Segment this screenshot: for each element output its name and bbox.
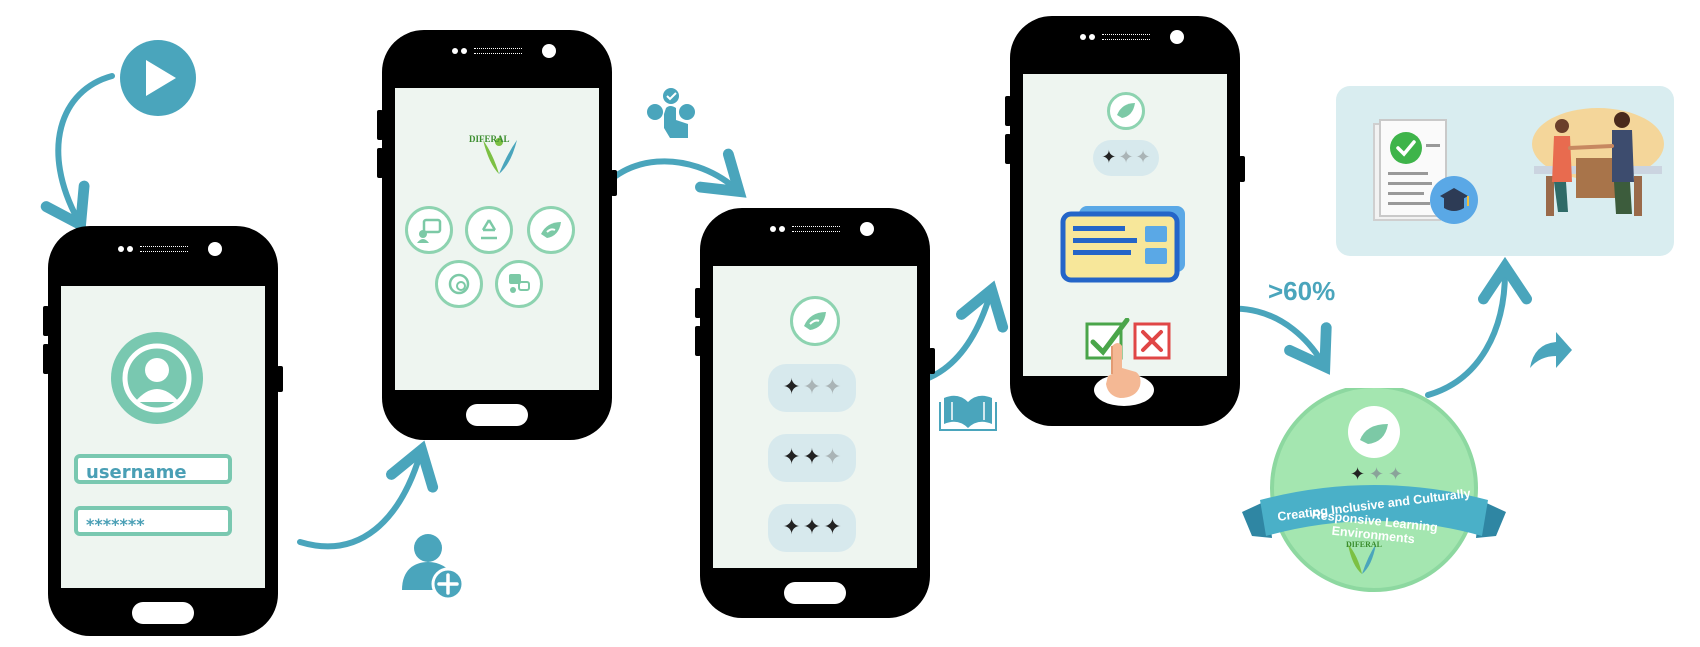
tap-hand-icon: [647, 88, 695, 138]
hand-leaf-icon: [1117, 103, 1135, 118]
phone-home: DIFERAL: [377, 30, 617, 440]
badge-logo-text: DIFERAL: [1345, 540, 1382, 549]
completion-badge: ✦ ✦ ✦ Creating Inclusive and Culturally …: [1238, 384, 1508, 598]
current-level-badge: ✦✦✦: [1093, 140, 1159, 176]
person-board-icon: [417, 218, 442, 243]
home-button: [784, 582, 846, 604]
handshake-icon: [1532, 108, 1664, 216]
share-arrow-icon: [1530, 332, 1572, 368]
pointing-hand-icon: [1090, 338, 1154, 408]
star-icon: ✦: [802, 515, 822, 540]
module-4-button[interactable]: [435, 260, 483, 308]
certificate-panel: [1336, 86, 1674, 256]
logo-text: DIFERAL: [469, 134, 510, 144]
star-icon: ✦: [1101, 147, 1117, 168]
play-icon: [120, 40, 196, 116]
module-2-button[interactable]: [465, 206, 513, 254]
svg-text:✦: ✦: [1369, 464, 1384, 485]
arrow-login-to-home: [297, 440, 439, 550]
svg-text:✦: ✦: [1388, 464, 1403, 485]
arrow-start: [40, 73, 115, 234]
quiz-card-icon: [1059, 206, 1187, 283]
diferal-logo: DIFERAL: [469, 128, 523, 178]
quiz-screen: ✦✦✦: [1023, 74, 1227, 376]
hand-leaf-icon: [804, 312, 826, 330]
checkbox-icon: [1085, 317, 1130, 360]
home-button: [466, 404, 528, 426]
arrow-badge-to-certificate: [1425, 256, 1532, 398]
svg-text:✦: ✦: [1350, 464, 1365, 485]
add-user-icon: [402, 534, 465, 601]
star-icon: ✦: [823, 445, 842, 470]
module-icon: [1107, 92, 1145, 130]
module-1-button[interactable]: [405, 206, 453, 254]
username-field[interactable]: username: [74, 454, 232, 484]
levels-screen: ✦✦✦ ✦✦✦ ✦✦✦: [713, 266, 917, 568]
people-chat-icon: [509, 274, 530, 293]
user-avatar-icon: [111, 332, 203, 424]
star-icon: ✦: [782, 375, 801, 400]
phone-quiz: ✦✦✦: [1005, 16, 1245, 426]
badge-ribbon: [1260, 485, 1488, 536]
search-cycle-icon: [448, 273, 470, 295]
cross-box-icon: [1133, 322, 1171, 360]
star-icon: ✦: [1118, 147, 1134, 168]
hand-leaf-icon: [541, 222, 561, 238]
home-screen: DIFERAL: [395, 88, 599, 390]
star-icon: ✦: [782, 445, 801, 470]
level-1-button[interactable]: ✦✦✦: [768, 364, 856, 412]
level-2-button[interactable]: ✦✦✦: [768, 434, 856, 482]
password-field[interactable]: *******: [74, 506, 232, 536]
star-icon: ✦: [802, 445, 822, 470]
phone-levels: ✦✦✦ ✦✦✦ ✦✦✦: [695, 208, 935, 618]
star-icon: ✦: [823, 375, 842, 400]
certificate-icon: [1373, 119, 1478, 224]
star-icon: ✦: [1135, 147, 1151, 168]
home-button: [132, 602, 194, 624]
star-icon: ✦: [802, 375, 822, 400]
star-icon: ✦: [823, 515, 842, 540]
module-3-button[interactable]: [527, 206, 575, 254]
module-icon: [790, 296, 840, 346]
star-icon: ✦: [782, 515, 801, 540]
login-screen: username *******: [61, 286, 265, 588]
module-5-button[interactable]: [495, 260, 543, 308]
level-3-button[interactable]: ✦✦✦: [768, 504, 856, 552]
book-icon: [939, 395, 997, 431]
recycle-icon: [481, 219, 497, 240]
answer-icons: [1083, 317, 1193, 376]
phone-login: username *******: [43, 226, 283, 636]
pass-threshold-label: >60%: [1268, 276, 1336, 306]
